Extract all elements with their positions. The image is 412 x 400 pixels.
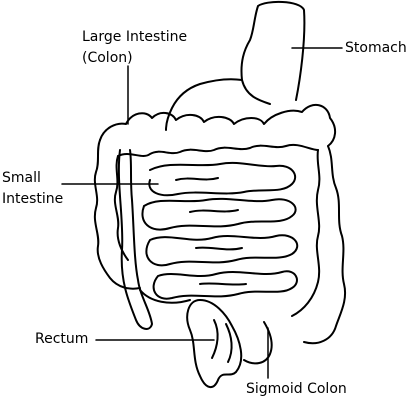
sigmoid-inner-curve [211,319,233,363]
stomach-shape [240,0,306,105]
descending-colon [303,145,346,345]
large-intestine-label: Large Intestine [82,29,188,45]
small-intestine-label-sub: Intestine [2,191,64,207]
ascending-colon [93,139,141,290]
transverse-colon-bottom [117,143,319,157]
stomach-lower-curve [165,78,243,131]
large-intestine-label-sub: (Colon) [82,50,133,66]
ascending-colon-inner [113,155,129,261]
appendix [117,149,153,330]
rectum-label: Rectum [35,331,89,347]
transverse-colon-top [99,103,336,147]
sigmoid-colon-label: Sigmoid Colon [246,381,347,397]
rectum-shape [186,299,243,388]
small-intestine-label: Small [2,170,41,186]
small-intestine-coils [139,161,299,304]
descending-colon-inner [291,149,321,317]
stomach-label: Stomach [345,40,407,56]
